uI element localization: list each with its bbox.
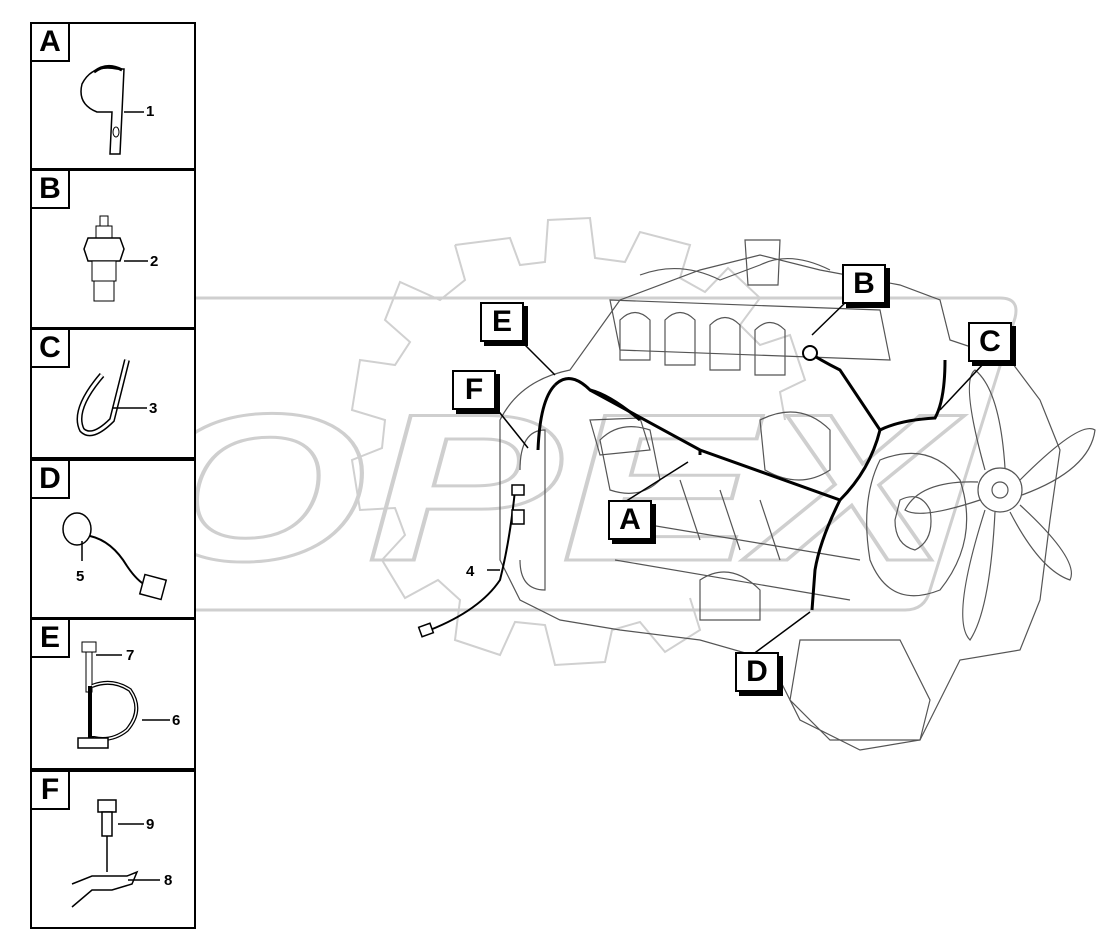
item-3-label: 3: [149, 400, 158, 417]
p-clamp-bolt-icon: [77, 641, 170, 749]
item-9-label: 9: [146, 816, 155, 833]
item-8-label: 8: [164, 872, 173, 889]
detail-panel-b: B 2: [30, 169, 196, 329]
callout-f: F: [452, 370, 496, 410]
callout-e: E: [480, 302, 524, 342]
engine-block: [499, 239, 1061, 751]
detail-panel-f: F 9 8: [30, 770, 196, 929]
harness-label: 4: [466, 563, 475, 580]
detail-panel-e: E 7 6: [30, 618, 196, 770]
item-7-label: 7: [126, 647, 135, 664]
item-5-label: 5: [76, 568, 85, 585]
temperature-sensor-icon: [83, 215, 148, 302]
item-1-label: 1: [146, 103, 155, 120]
detail-panel-d: D 5: [30, 459, 196, 619]
bolt-bracket-icon: [71, 799, 160, 908]
item-2-label: 2: [150, 253, 159, 270]
cooling-fan: [904, 369, 1096, 641]
speed-sensor-icon: [62, 512, 168, 601]
detail-panel-a: A 1: [30, 22, 196, 170]
callout-c: C: [968, 322, 1012, 362]
watermark-text: OPEX: [140, 370, 965, 605]
cable-tie-icon: [76, 359, 147, 437]
harness-4-clips: [511, 484, 525, 525]
callout-a: A: [608, 500, 652, 540]
detail-panel-c: C 3: [30, 328, 196, 459]
panel-f-letter: F: [32, 772, 70, 810]
panel-e-letter: E: [32, 620, 70, 658]
panel-d-letter: D: [32, 461, 70, 499]
harness-4-connector: [417, 622, 435, 638]
wiring-harness: [536, 348, 947, 611]
sensor-b-marker: [802, 345, 818, 361]
item-6-label: 6: [172, 712, 181, 729]
leader-lines: [487, 299, 986, 656]
callout-b: B: [842, 264, 886, 304]
panel-b-letter: B: [32, 171, 70, 209]
panel-a-letter: A: [32, 24, 70, 62]
callout-d: D: [735, 652, 779, 692]
panel-c-letter: C: [32, 330, 70, 368]
clamp-icon: [80, 65, 144, 155]
